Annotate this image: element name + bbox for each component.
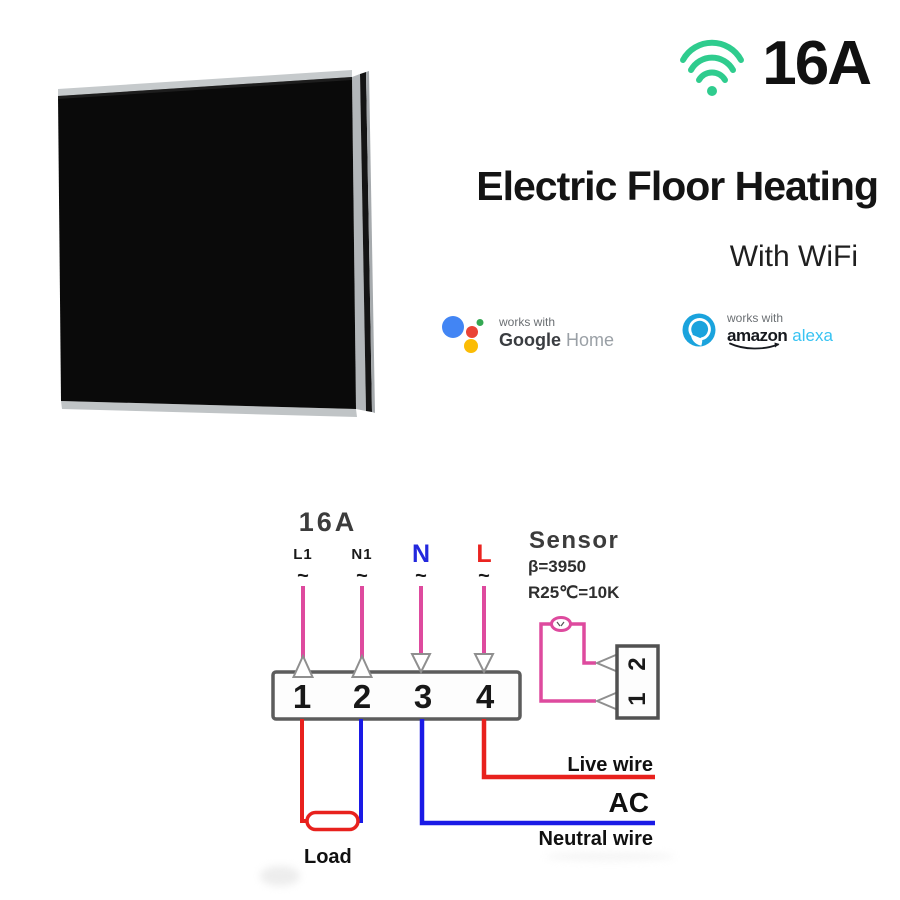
terminal-number-3: 3	[414, 678, 432, 715]
wifi-icon	[680, 39, 744, 96]
alexa-swoosh-tail	[690, 334, 703, 346]
terminal-label-l: L	[476, 540, 491, 568]
device-right-edge-outer	[366, 71, 375, 413]
works-with-google-home-badge: works with Google Home	[441, 310, 614, 356]
ac-label: AC	[609, 787, 649, 818]
page-title: Electric Floor Heating	[476, 163, 879, 209]
google-product-label: Home	[566, 329, 615, 350]
sensor-connector-block	[615, 644, 660, 720]
wire-red-live	[481, 719, 655, 780]
google-dot-green	[476, 319, 484, 326]
ac-tilde-1: ~	[297, 565, 309, 587]
neutral-wire-label: Neutral wire	[539, 828, 653, 850]
thermostat-device-image	[58, 70, 375, 417]
google-assistant-icon	[442, 316, 484, 353]
terminal-arrow-down-4	[473, 653, 495, 675]
google-works-with-label: works with	[499, 314, 556, 329]
device-screen-glare	[58, 77, 352, 99]
sensor-probe	[550, 616, 572, 632]
sensor-connector-number-2: 2	[624, 657, 651, 670]
device-right-edge-light	[352, 74, 366, 411]
terminal-number-4: 4	[476, 678, 495, 715]
device-top-trim	[58, 70, 352, 96]
shadow-artifact-right	[545, 853, 675, 860]
alexa-swoosh-arc	[688, 318, 711, 341]
terminal-label-n1: N1	[351, 546, 372, 563]
terminal-number-2: 2	[353, 678, 371, 715]
device-front-panel	[58, 77, 356, 409]
sensor-beta-value: β=3950	[528, 557, 586, 576]
live-wire-label: Live wire	[567, 754, 653, 776]
load-label: Load	[304, 846, 352, 868]
google-dot-blue	[442, 316, 464, 338]
sensor-resistance-value: R25℃=10K	[528, 583, 620, 602]
ac-tilde-4: ~	[478, 565, 490, 587]
terminal-label-l1: L1	[293, 546, 313, 563]
alexa-product-label: alexa	[792, 326, 833, 346]
wire-blue-load	[357, 719, 363, 823]
amperage-rating: 16A	[762, 29, 872, 98]
wifi-arc-inner	[696, 69, 728, 83]
wifi-arc-middle	[688, 54, 736, 73]
terminal-arrow-down-3	[410, 653, 432, 675]
sensor-probe-mark	[556, 621, 565, 627]
terminal-arrow-up-2	[350, 653, 374, 678]
wiring-diagram: 16A L1 N1 N L ~ ~ ~ ~ 1 2 3 4	[271, 507, 660, 868]
google-dot-red	[466, 326, 478, 338]
amazon-brand-label: amazon	[727, 326, 788, 346]
wifi-arc-outer	[680, 39, 744, 63]
terminal-number-1: 1	[293, 678, 311, 715]
works-with-alexa-badge: works with amazon alexa	[681, 308, 833, 350]
wifi-dot	[707, 86, 717, 96]
sensor-arrow-top	[594, 652, 618, 674]
wire-blue-neutral	[419, 719, 655, 826]
shadow-artifact-left	[260, 866, 300, 886]
google-brand-label: Google	[499, 329, 561, 350]
ac-tilde-3: ~	[415, 565, 427, 587]
alexa-works-with-label: works with	[727, 311, 784, 326]
google-dot-yellow	[464, 339, 478, 353]
ac-tilde-2: ~	[356, 565, 368, 587]
device-bottom-trim	[61, 401, 357, 417]
terminal-arrow-up-1	[291, 653, 315, 678]
page-subtitle: With WiFi	[729, 240, 858, 273]
terminal-block	[271, 670, 522, 721]
sensor-loop-wire	[539, 622, 596, 703]
sensor-connector-number-1: 1	[624, 692, 651, 705]
amazon-smile-icon	[729, 342, 780, 350]
sensor-arrow-bottom	[594, 690, 618, 712]
alexa-icon	[682, 313, 716, 347]
diagram-rating-label: 16A	[299, 507, 358, 537]
wire-red-load	[300, 719, 308, 823]
sensor-title: Sensor	[529, 527, 619, 554]
device-right-edge-dark	[360, 72, 372, 412]
terminal-label-n: N	[412, 540, 430, 568]
load-element	[305, 810, 360, 832]
